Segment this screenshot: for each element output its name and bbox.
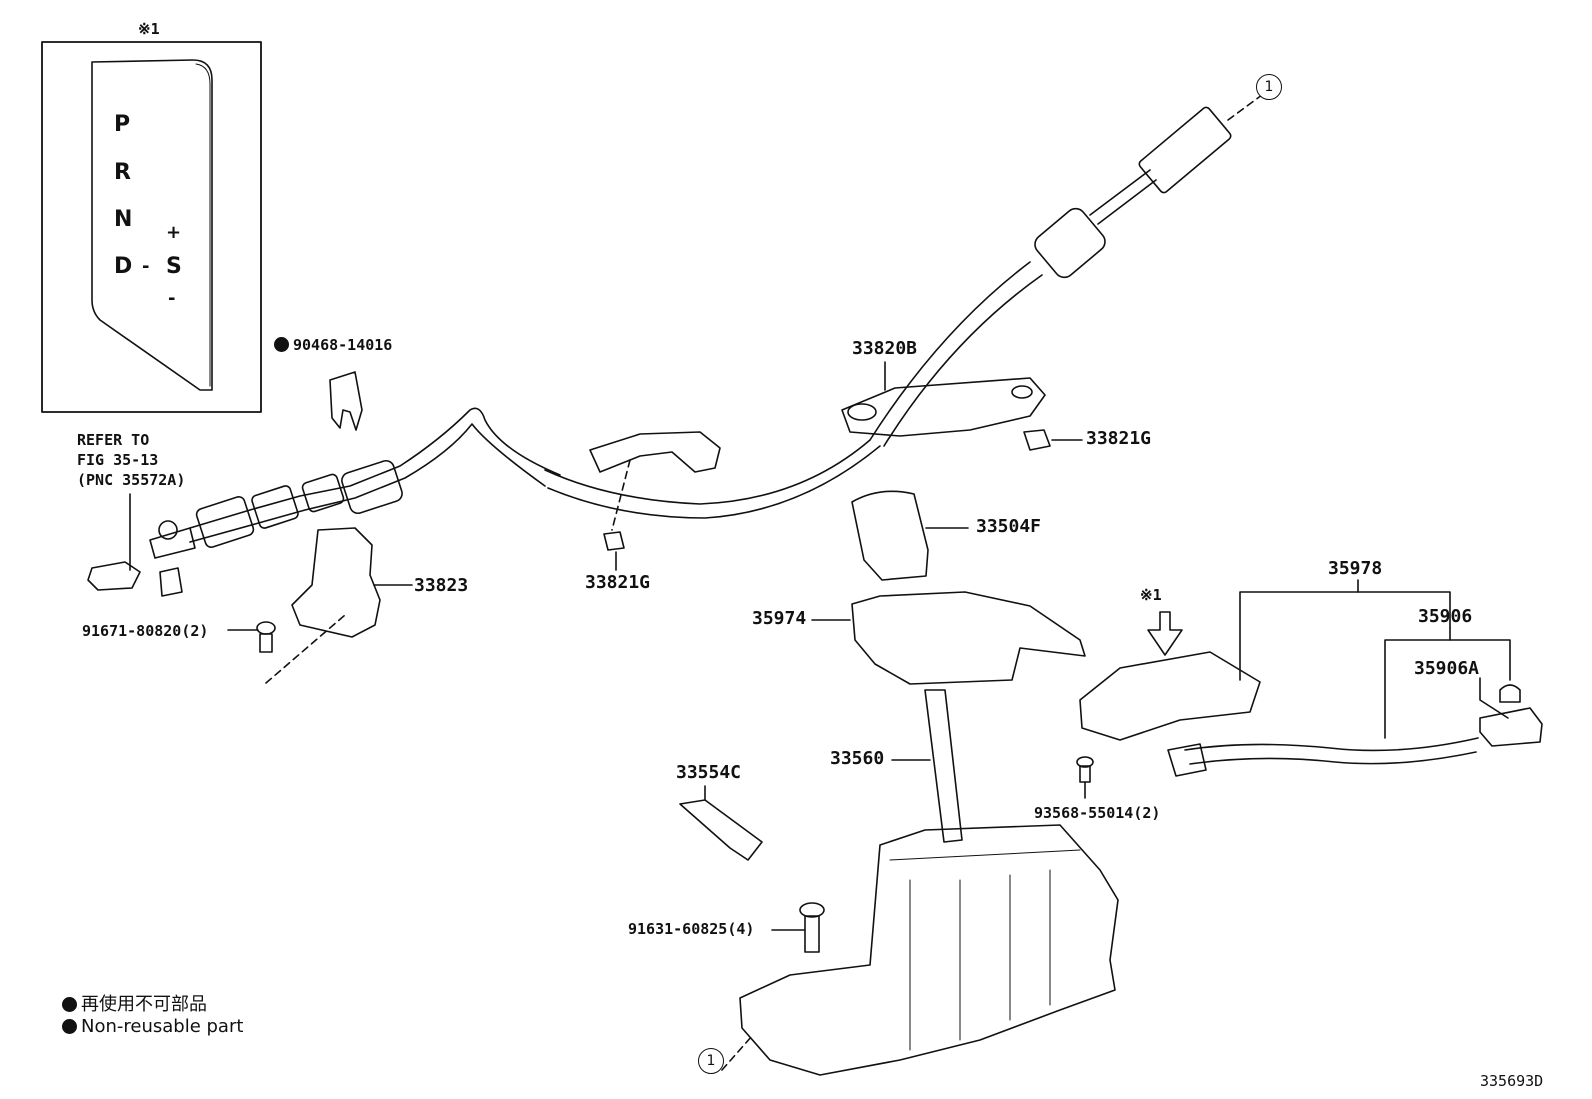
label-33504f: 33504F [976, 516, 1042, 537]
gear-dash: - [142, 256, 150, 277]
strip-33554c [679, 799, 763, 861]
knob-33504f [851, 490, 929, 581]
bolt-93568 [1076, 756, 1094, 799]
shift-lever-base [739, 824, 1119, 1076]
nut-33821g-left [603, 531, 625, 551]
retainer-clip [329, 371, 363, 431]
label-91631-60825: 91631-60825(4) [628, 920, 755, 938]
view-arrow [1147, 611, 1183, 656]
label-33823: 33823 [414, 575, 469, 596]
lever-33560 [924, 689, 963, 843]
gear-p-upper: P [114, 112, 131, 137]
label-view-reference-mark: ※1 [1140, 586, 1162, 604]
label-refer-line2: FIG 35-13 [77, 451, 159, 469]
gear-s: S [166, 254, 182, 279]
label-33821g-left: 33821G [585, 572, 651, 593]
label-33560: 33560 [830, 748, 885, 769]
non-reusable-dot-icon [274, 337, 289, 352]
legend-line-japanese: 再使用不可部品 [62, 990, 207, 1016]
diagram-id: 335693D [1480, 1072, 1544, 1090]
gear-n: N [114, 207, 133, 232]
bolt-91631 [771, 902, 825, 953]
circle-ref-1-top: 1 [1256, 74, 1282, 100]
label-refer-line1: REFER TO [77, 431, 150, 449]
connector-35906a [1479, 707, 1543, 747]
label-33821g-right: 33821G [1086, 428, 1152, 449]
gear-plus: + [166, 222, 182, 243]
gear-minus: - [168, 288, 176, 309]
bolt-91671 [227, 621, 276, 653]
label-93568-55014: 93568-55014(2) [1034, 804, 1161, 822]
bracket-33823 [291, 527, 381, 638]
label-33554c: 33554C [676, 762, 742, 783]
plate-33820b [841, 377, 1046, 437]
legend-dot-icon [62, 1019, 77, 1034]
legend-line-english: Non-reusable part [62, 1016, 243, 1037]
inset-frame [41, 41, 262, 413]
label-refer-line3: (PNC 35572A) [77, 471, 186, 489]
label-35974: 35974 [752, 608, 807, 629]
label-35978: 35978 [1328, 558, 1383, 579]
label-91671-80820: 91671-80820(2) [82, 622, 209, 640]
housing-35974 [851, 591, 1086, 685]
label-90468-14016: 90468-14016 [274, 336, 392, 354]
circle-ref-1-bottom: 1 [698, 1048, 724, 1074]
nut-33821g-right [1023, 429, 1051, 451]
inset-reference-mark: ※1 [138, 20, 160, 38]
wire-harness [1184, 737, 1479, 752]
label-33820b: 33820B [852, 338, 918, 359]
gear-r: R [114, 160, 131, 185]
legend-dot-icon [62, 997, 77, 1012]
label-35906: 35906 [1418, 606, 1473, 627]
shift-plate [91, 59, 213, 391]
bracket-upper [589, 431, 721, 473]
label-35906a: 35906A [1414, 658, 1480, 679]
leader-circle1-bottom [721, 1035, 753, 1071]
gear-d: D [114, 254, 133, 279]
shift-cable [87, 106, 1232, 597]
switch-35978 [1079, 651, 1261, 741]
